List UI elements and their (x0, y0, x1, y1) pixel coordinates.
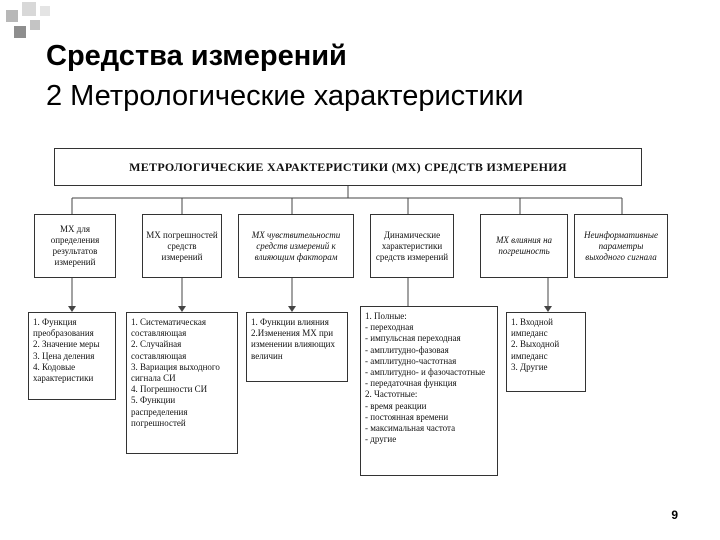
diagram-header-box: МЕТРОЛОГИЧЕСКИЕ ХАРАКТЕРИСТИКИ (МХ) СРЕД… (54, 148, 642, 186)
deco-square-3 (40, 6, 50, 16)
page-number: 9 (671, 508, 678, 522)
details-box-dynamic: 1. Полные: - переходная - импульсная пер… (360, 306, 498, 476)
slide-subtitle: 2 Метрологические характеристики (46, 80, 524, 112)
slide-title: Средства измерений (46, 40, 347, 72)
category-box-influence: МХ влияния на погрешность (480, 214, 568, 278)
category-box-errors: МХ погрешностей средств измерений (142, 214, 222, 278)
deco-square-5 (30, 20, 40, 30)
deco-square-2 (22, 2, 36, 16)
category-box-noninformative: Неинформативные параметры выходного сигн… (574, 214, 668, 278)
deco-square-4 (14, 26, 26, 38)
category-box-dynamic: Динамические характеристики средств изме… (370, 214, 454, 278)
details-box-errors: 1. Систематическая составляющая 2. Случа… (126, 312, 238, 454)
deco-square-1 (6, 10, 18, 22)
details-box-sensitivity: 1. Функции влияния 2.Изменения МХ при из… (246, 312, 348, 382)
category-box-sensitivity: МХ чувствительности средств измерений к … (238, 214, 354, 278)
category-box-results: МХ для определения результатов измерений (34, 214, 116, 278)
details-box-influence: 1. Входной импеданс 2. Выходной импеданс… (506, 312, 586, 392)
details-box-results: 1. Функция преобразования 2. Значение ме… (28, 312, 116, 400)
